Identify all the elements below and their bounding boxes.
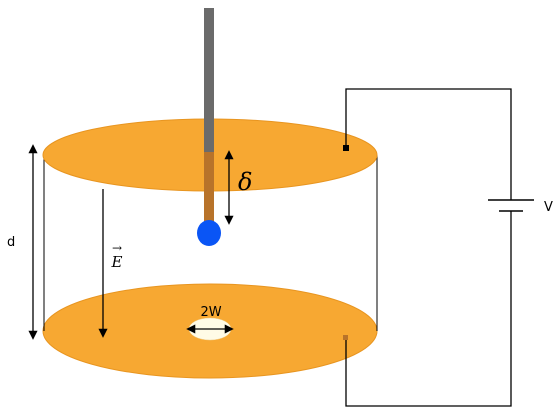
probe-tip <box>197 220 221 246</box>
top-wire <box>345 88 512 200</box>
electric-field-vector-mark: → <box>112 241 122 255</box>
delta-label: δ <box>238 168 252 196</box>
bottom-wire <box>345 211 512 407</box>
bottom-plate-terminal <box>343 335 348 340</box>
voltage-label: V <box>544 200 553 215</box>
probe-rod-inside <box>204 152 214 222</box>
probe-rod <box>204 8 214 152</box>
electric-field-label: E <box>111 253 123 271</box>
distance-label: d <box>7 235 15 250</box>
hole-width-label: 2W <box>200 305 221 320</box>
